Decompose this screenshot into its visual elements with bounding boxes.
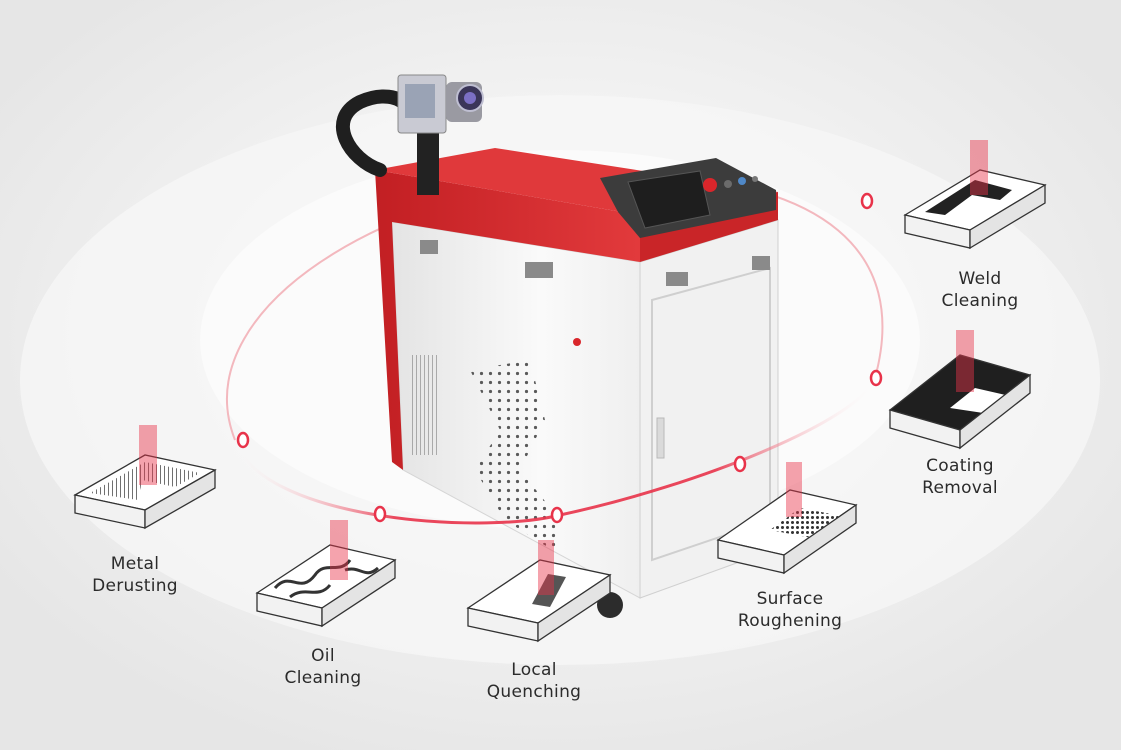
- vertical-vent: [410, 355, 440, 455]
- indicator-light: [573, 338, 581, 346]
- perforated-vent: [470, 360, 560, 555]
- sample-local-quenching: [466, 540, 612, 643]
- quench-strip: [532, 574, 566, 607]
- label-surface-roughening: Surface Roughening: [720, 588, 860, 632]
- orbit-marker-3: [550, 506, 564, 524]
- block-right: [969, 183, 1046, 250]
- rough-area: [770, 508, 842, 538]
- label-line-2: Roughening: [737, 611, 843, 631]
- block-right: [959, 373, 1031, 450]
- label-line-2: Cleaning: [941, 291, 1019, 311]
- orbit-markers: [236, 192, 883, 524]
- block-right: [144, 468, 216, 530]
- side-slot-3: [666, 272, 688, 286]
- side-slot-2: [525, 262, 553, 278]
- panel-connector-1: [724, 180, 732, 188]
- door-handle: [656, 417, 665, 459]
- fiber-hose: [336, 89, 415, 177]
- gun-mount: [417, 125, 439, 195]
- orbit-marker-1: [236, 431, 250, 449]
- panel-connector-3: [752, 176, 758, 182]
- label-oil-cleaning: Oil Cleaning: [268, 645, 378, 689]
- emergency-stop-button: [703, 178, 717, 192]
- side-slot-1: [420, 240, 438, 254]
- label-line-2: Quenching: [486, 682, 582, 702]
- sample-coating-removal: [888, 330, 1032, 450]
- laser-beam: [970, 140, 988, 195]
- block-right: [783, 503, 857, 575]
- laser-beam: [956, 330, 974, 392]
- sample-surface-roughening: [716, 462, 858, 575]
- label-line-1: Local: [511, 660, 557, 680]
- label-line-2: Cleaning: [284, 668, 362, 688]
- label-line-1: Weld: [958, 269, 1002, 289]
- weld-seam: [925, 180, 1012, 215]
- block-right: [537, 573, 611, 643]
- label-line-1: Surface: [756, 589, 824, 609]
- label-coating-removal: Coating Removal: [905, 455, 1015, 499]
- panel-connector-2: [738, 177, 746, 185]
- laser-beam: [330, 520, 348, 580]
- label-metal-derusting: Metal Derusting: [80, 553, 190, 597]
- label-line-1: Oil: [311, 646, 335, 666]
- sample-weld-cleaning: [903, 140, 1047, 250]
- oil-stains: [273, 559, 380, 599]
- orbit-marker-5: [869, 369, 883, 387]
- orbit-marker-2: [373, 505, 387, 523]
- sample-oil-cleaning: [255, 520, 397, 628]
- label-line-2: Removal: [922, 478, 998, 498]
- red-top-shell-left: [375, 170, 640, 470]
- side-slot-4: [752, 256, 770, 270]
- wheel-front: [597, 592, 623, 618]
- gun-lens-glow: [464, 92, 476, 104]
- laser-cleaning-machine: [336, 74, 779, 618]
- gun-display: [405, 84, 435, 118]
- touch-screen: [627, 170, 711, 229]
- laser-beam: [538, 540, 554, 595]
- block-right: [321, 558, 396, 628]
- orbit-marker-4: [733, 455, 747, 473]
- sample-metal-derusting: [73, 425, 217, 530]
- rust-area: [90, 462, 200, 500]
- label-line-1: Metal: [110, 554, 160, 574]
- label-local-quenching: Local Quenching: [474, 659, 594, 703]
- laser-beam: [139, 425, 157, 485]
- label-line-1: Coating: [926, 456, 994, 476]
- laser-beam: [786, 462, 802, 517]
- label-weld-cleaning: Weld Cleaning: [925, 268, 1035, 312]
- label-line-2: Derusting: [92, 576, 178, 596]
- orbit-marker-6: [860, 192, 874, 210]
